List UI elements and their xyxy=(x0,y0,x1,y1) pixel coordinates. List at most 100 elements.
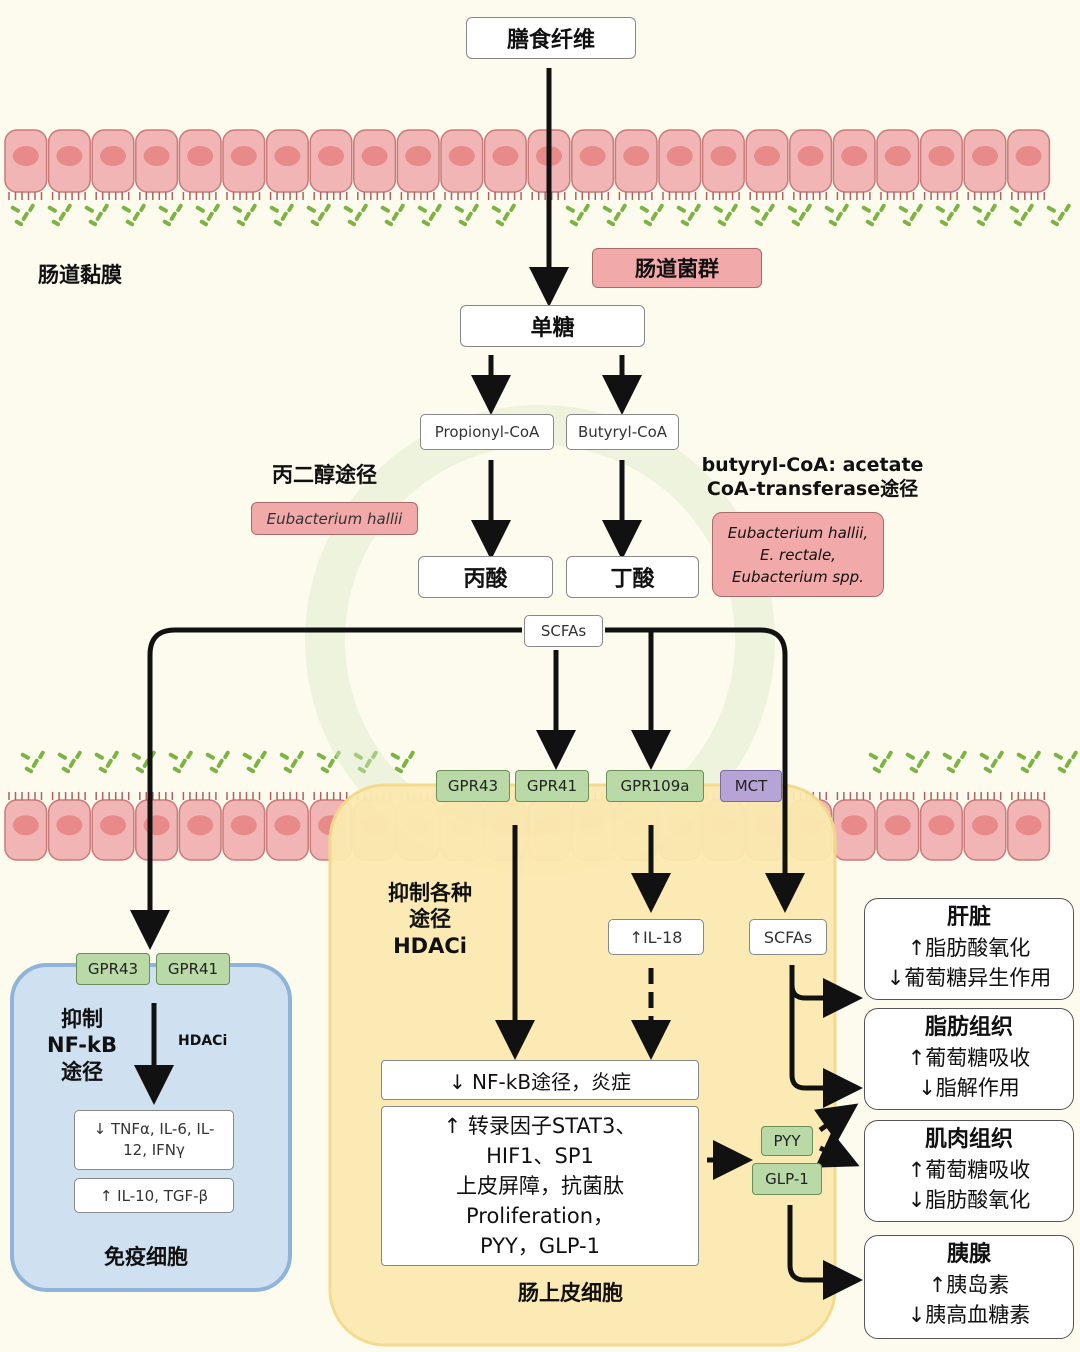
bacterium xyxy=(209,766,219,774)
bacterium xyxy=(57,752,67,760)
bacterium xyxy=(357,766,367,774)
organ-adipose-effect-2: ↓脂解作用 xyxy=(918,1076,1020,1100)
immune-inhibit-label: 抑制 NF-kB 途径 xyxy=(36,1006,128,1085)
bacterium xyxy=(102,203,109,213)
bacterium xyxy=(569,219,579,227)
bacterium xyxy=(502,211,510,221)
cell-nucleus xyxy=(797,146,824,167)
bacterium xyxy=(428,211,436,221)
arrow-scfas-to-liver xyxy=(789,965,863,1018)
bacterium xyxy=(199,219,209,227)
bacterium xyxy=(408,750,415,760)
cell-nucleus xyxy=(972,146,998,167)
bacterium xyxy=(491,205,501,213)
bacterium xyxy=(121,205,131,213)
bacterium xyxy=(223,750,230,760)
bacterium xyxy=(768,203,775,213)
epithelial-inhibit-line2: 途径 xyxy=(409,907,451,932)
organ-muscle-effect-2: ↓脂肪酸氧化 xyxy=(907,1188,1031,1212)
cell-nucleus xyxy=(405,146,432,167)
organ-muscle: 肌肉组织 ↑葡萄糖吸收 ↓脂肪酸氧化 xyxy=(864,1120,1074,1222)
epithelial-scfas-label: SCFAs xyxy=(763,927,813,947)
bacterium xyxy=(953,203,960,213)
epithelial-scfas-box: SCFAs xyxy=(749,919,827,955)
monosaccharide-box: 单糖 xyxy=(460,305,645,347)
bacterium xyxy=(805,203,812,213)
result-line-3: 上皮屏障，抗菌肽 xyxy=(456,1174,624,1198)
il18-box: ↑IL-18 xyxy=(608,919,704,955)
bacterium xyxy=(391,211,399,221)
bacterium xyxy=(997,750,1004,760)
butyric-acid-label: 丁酸 xyxy=(610,567,655,592)
bacterium xyxy=(179,758,187,768)
bacterium xyxy=(828,219,838,227)
scfas-top-label: SCFAs xyxy=(540,622,587,640)
bacterium xyxy=(824,205,834,213)
bacterium xyxy=(421,219,431,227)
bacterium xyxy=(343,205,353,213)
bacterium xyxy=(643,219,653,227)
bacterium xyxy=(650,211,658,221)
bacterium xyxy=(98,766,108,774)
bacterium xyxy=(565,205,575,213)
bacterium xyxy=(139,203,146,213)
bacterium xyxy=(454,205,464,213)
bacterium xyxy=(28,203,35,213)
bacterium xyxy=(909,211,917,221)
bacterium xyxy=(353,752,363,760)
bacterium xyxy=(290,758,298,768)
cell-nucleus xyxy=(841,815,868,836)
bacterium xyxy=(380,205,390,213)
cell-nucleus xyxy=(12,815,39,836)
bacterium xyxy=(990,758,998,768)
bacterium xyxy=(960,750,967,760)
bacterium xyxy=(316,752,326,760)
propionyl-coa-label: Propionyl-CoA xyxy=(434,423,540,441)
propanediol-pathway-label: 丙二醇途径 xyxy=(272,463,377,487)
butyric-acid-box: 丁酸 xyxy=(566,556,699,598)
organ-pancreas-name: 胰腺 xyxy=(946,1242,991,1267)
bacterium xyxy=(390,752,400,760)
cell-nucleus xyxy=(448,146,475,167)
bacterium xyxy=(872,766,882,774)
gpr41-receptor: GPR41 xyxy=(515,770,589,802)
bacterium xyxy=(320,766,330,774)
arrow-glp1-to-pancreas xyxy=(787,1205,863,1300)
bacterium xyxy=(269,205,279,213)
bacterium xyxy=(1034,750,1041,760)
bacterium xyxy=(946,766,956,774)
bacterium xyxy=(761,211,769,221)
bacterium xyxy=(176,203,183,213)
bacterium xyxy=(206,211,214,221)
bacterium xyxy=(324,203,331,213)
bacterium xyxy=(205,752,215,760)
bacterium xyxy=(953,758,961,768)
bacterium xyxy=(105,758,113,768)
bacterium xyxy=(132,211,140,221)
propionic-acid-box: 丙酸 xyxy=(418,556,553,598)
bacterium xyxy=(195,205,205,213)
bacterium xyxy=(38,750,45,760)
organ-adipose-effect-1: ↑葡萄糖吸收 xyxy=(907,1046,1031,1070)
immune-up-cytokines-label: ↑ IL-10, TGF-β xyxy=(99,1186,209,1205)
bacterium xyxy=(361,203,368,213)
arrow-scfas-to-immune xyxy=(130,627,522,950)
immune-gpr43-receptor: GPR43 xyxy=(76,953,150,985)
bacterium xyxy=(923,750,930,760)
immune-up-cytokines-box: ↑ IL-10, TGF-β xyxy=(74,1178,234,1213)
bacterium xyxy=(250,203,257,213)
immune-cell-label: 免疫细胞 xyxy=(104,1245,188,1269)
bacterium xyxy=(384,219,394,227)
bacterium xyxy=(1020,766,1030,774)
organ-muscle-name: 肌肉组织 xyxy=(924,1127,1013,1152)
bacterium xyxy=(20,752,30,760)
bacterium xyxy=(125,219,135,227)
bacterium xyxy=(639,205,649,213)
bacterium xyxy=(216,758,224,768)
bacterium xyxy=(280,211,288,221)
bacterium xyxy=(886,750,893,760)
cell-nucleus xyxy=(972,815,998,836)
bacterium xyxy=(58,211,66,221)
bacterium xyxy=(21,211,29,221)
arrow-scfas-to-adipose xyxy=(789,985,863,1108)
